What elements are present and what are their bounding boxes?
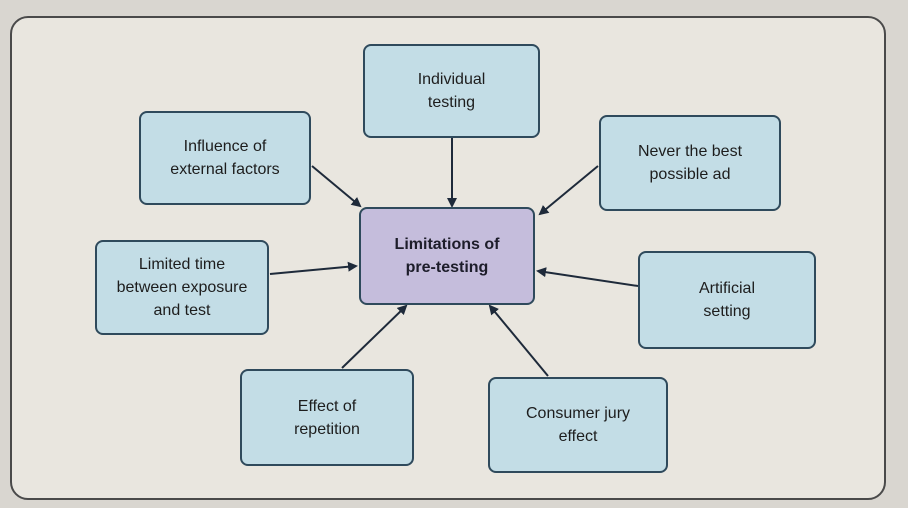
arrow-from-influence-external	[311, 165, 362, 208]
arrow-from-consumer-jury	[488, 304, 549, 377]
arrow-from-artificial-setting	[536, 267, 639, 287]
node-artificial-setting: Artificial setting	[638, 251, 816, 349]
node-influence-external-factors: Influence of external factors	[139, 111, 311, 205]
node-consumer-jury-effect: Consumer jury effect	[488, 377, 668, 473]
arrow-from-effect-repetition	[341, 304, 408, 369]
node-individual-testing: Individual testing	[363, 44, 540, 138]
node-limitations-of-pre-testing: Limitations of pre-testing	[359, 207, 535, 305]
node-effect-of-repetition: Effect of repetition	[240, 369, 414, 466]
node-limited-time-between-exposure-and-test: Limited time between exposure and test	[95, 240, 269, 335]
arrow-from-limited-time	[269, 261, 358, 275]
node-never-best-possible-ad: Never the best possible ad	[599, 115, 781, 211]
arrow-from-never-best-ad	[538, 165, 599, 216]
